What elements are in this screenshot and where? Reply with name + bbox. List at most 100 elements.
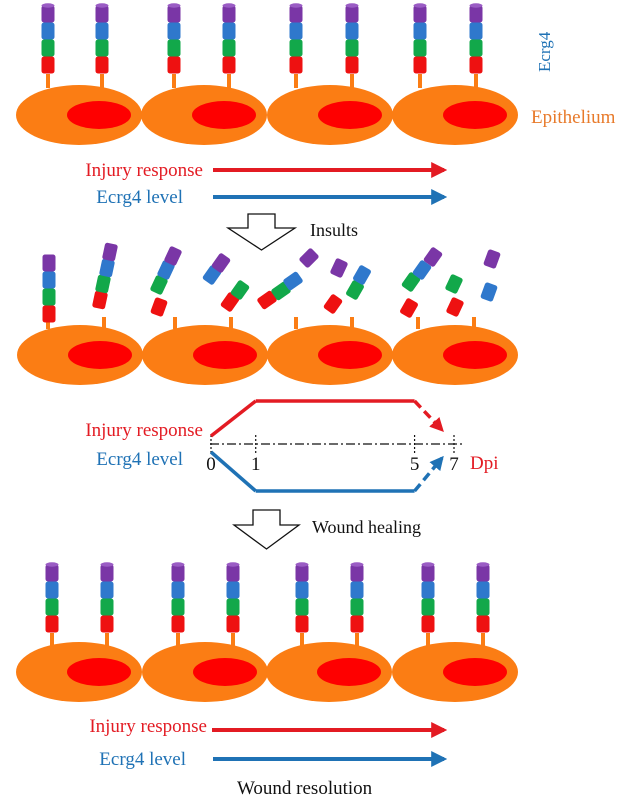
purple-segment [226,562,240,582]
red-fragment [446,297,464,317]
blue-segment [295,581,309,599]
receptor-stalk [227,74,231,88]
blue-fragment [412,260,432,280]
nucleus [193,341,257,369]
green-fragment [401,272,421,292]
green-segment [171,598,185,616]
blue-segment [41,22,55,40]
wound-resolution-caption: Wound resolution [237,778,373,799]
purple-segment [476,562,490,582]
epithelial-cell [142,325,268,385]
purple-segment [345,3,359,23]
nucleus [318,101,382,129]
blue-segment [345,22,359,40]
purple-fragment [102,242,118,262]
ecrg4-receptor [345,3,359,88]
green-segment [167,39,181,57]
panel-baseline: Ecrg4 Epithelium Injury response Ecrg4 l… [16,3,616,208]
receptor-stalk [418,74,422,88]
receptor-stalk [474,74,478,88]
blue-fragment [353,265,371,285]
green-segment [421,598,435,616]
ecrg4-receptor [41,3,55,88]
purple-segment [222,3,236,23]
cleaved-ecrg4-fragments [42,242,501,329]
nucleus [443,101,507,129]
projected-segment [413,399,444,433]
tick-label: 7 [449,454,459,475]
purple-fragment [299,248,319,268]
red-fragment [92,290,108,310]
projected-segment [413,455,444,493]
measured-segment [209,399,257,438]
ecrg4-receptor [95,3,109,88]
green-segment [350,598,364,616]
red-segment [469,56,483,74]
green-fragment [42,288,56,306]
purple-segment [413,3,427,23]
purple-segment [95,3,109,23]
red-segment [476,615,490,633]
purple-fragment [423,247,443,267]
blue-segment [421,581,435,599]
green-fragment [150,275,168,295]
receptor-stalk [172,74,176,88]
epithelial-cell [267,85,393,145]
epithelial-cell [16,642,142,702]
receptor-stalk [105,633,109,647]
receptor-stub [229,317,233,329]
purple-segment [171,562,185,582]
purple-fragment [164,246,182,266]
epithelial-cell [17,325,143,385]
blue-segment [95,22,109,40]
epithelium-label: Epithelium [531,107,616,128]
axis-unit-label: Dpi [470,453,499,474]
purple-fragment [211,253,231,273]
epithelial-cell [392,85,518,145]
ecrg4-receptor [413,3,427,88]
epithelium-cells [16,642,518,702]
receptor-stalk [355,633,359,647]
ecrg4-receptor [421,562,435,647]
red-fragment [220,292,240,312]
injury-response-label: Injury response [85,160,203,181]
receptor-stub [416,317,420,329]
epithelial-cell [16,85,142,145]
red-segment [41,56,55,74]
tick-label: 5 [410,454,420,475]
nucleus [68,341,132,369]
nucleus [317,658,381,686]
red-fragment [323,294,343,314]
red-segment [226,615,240,633]
ecrg4-receptor [476,562,490,647]
blue-segment [289,22,303,40]
purple-segment [45,562,59,582]
receptor-stalk [176,633,180,647]
ecrg4-level-label: Ecrg4 level [99,749,186,770]
blue-fragment [157,260,175,280]
red-segment [421,615,435,633]
blue-fragment [42,271,56,289]
red-segment [295,615,309,633]
ecrg4-receptor [469,3,483,88]
nucleus [192,101,256,129]
blue-segment [100,581,114,599]
receptor-stalk [481,633,485,647]
ecrg4-receptor [171,562,185,647]
green-segment [226,598,240,616]
blue-fragment [99,258,115,278]
epithelial-cell [142,642,268,702]
red-segment [95,56,109,74]
wound-healing-label: Wound healing [312,517,421,537]
injury-response-label: Injury response [85,420,203,441]
purple-segment [295,562,309,582]
down-arrow-icon [232,509,301,550]
blue-fragment [283,271,303,291]
purple-segment [350,562,364,582]
blue-segment [171,581,185,599]
epithelial-cell [141,85,267,145]
receptor-stalk [426,633,430,647]
red-segment [413,56,427,74]
